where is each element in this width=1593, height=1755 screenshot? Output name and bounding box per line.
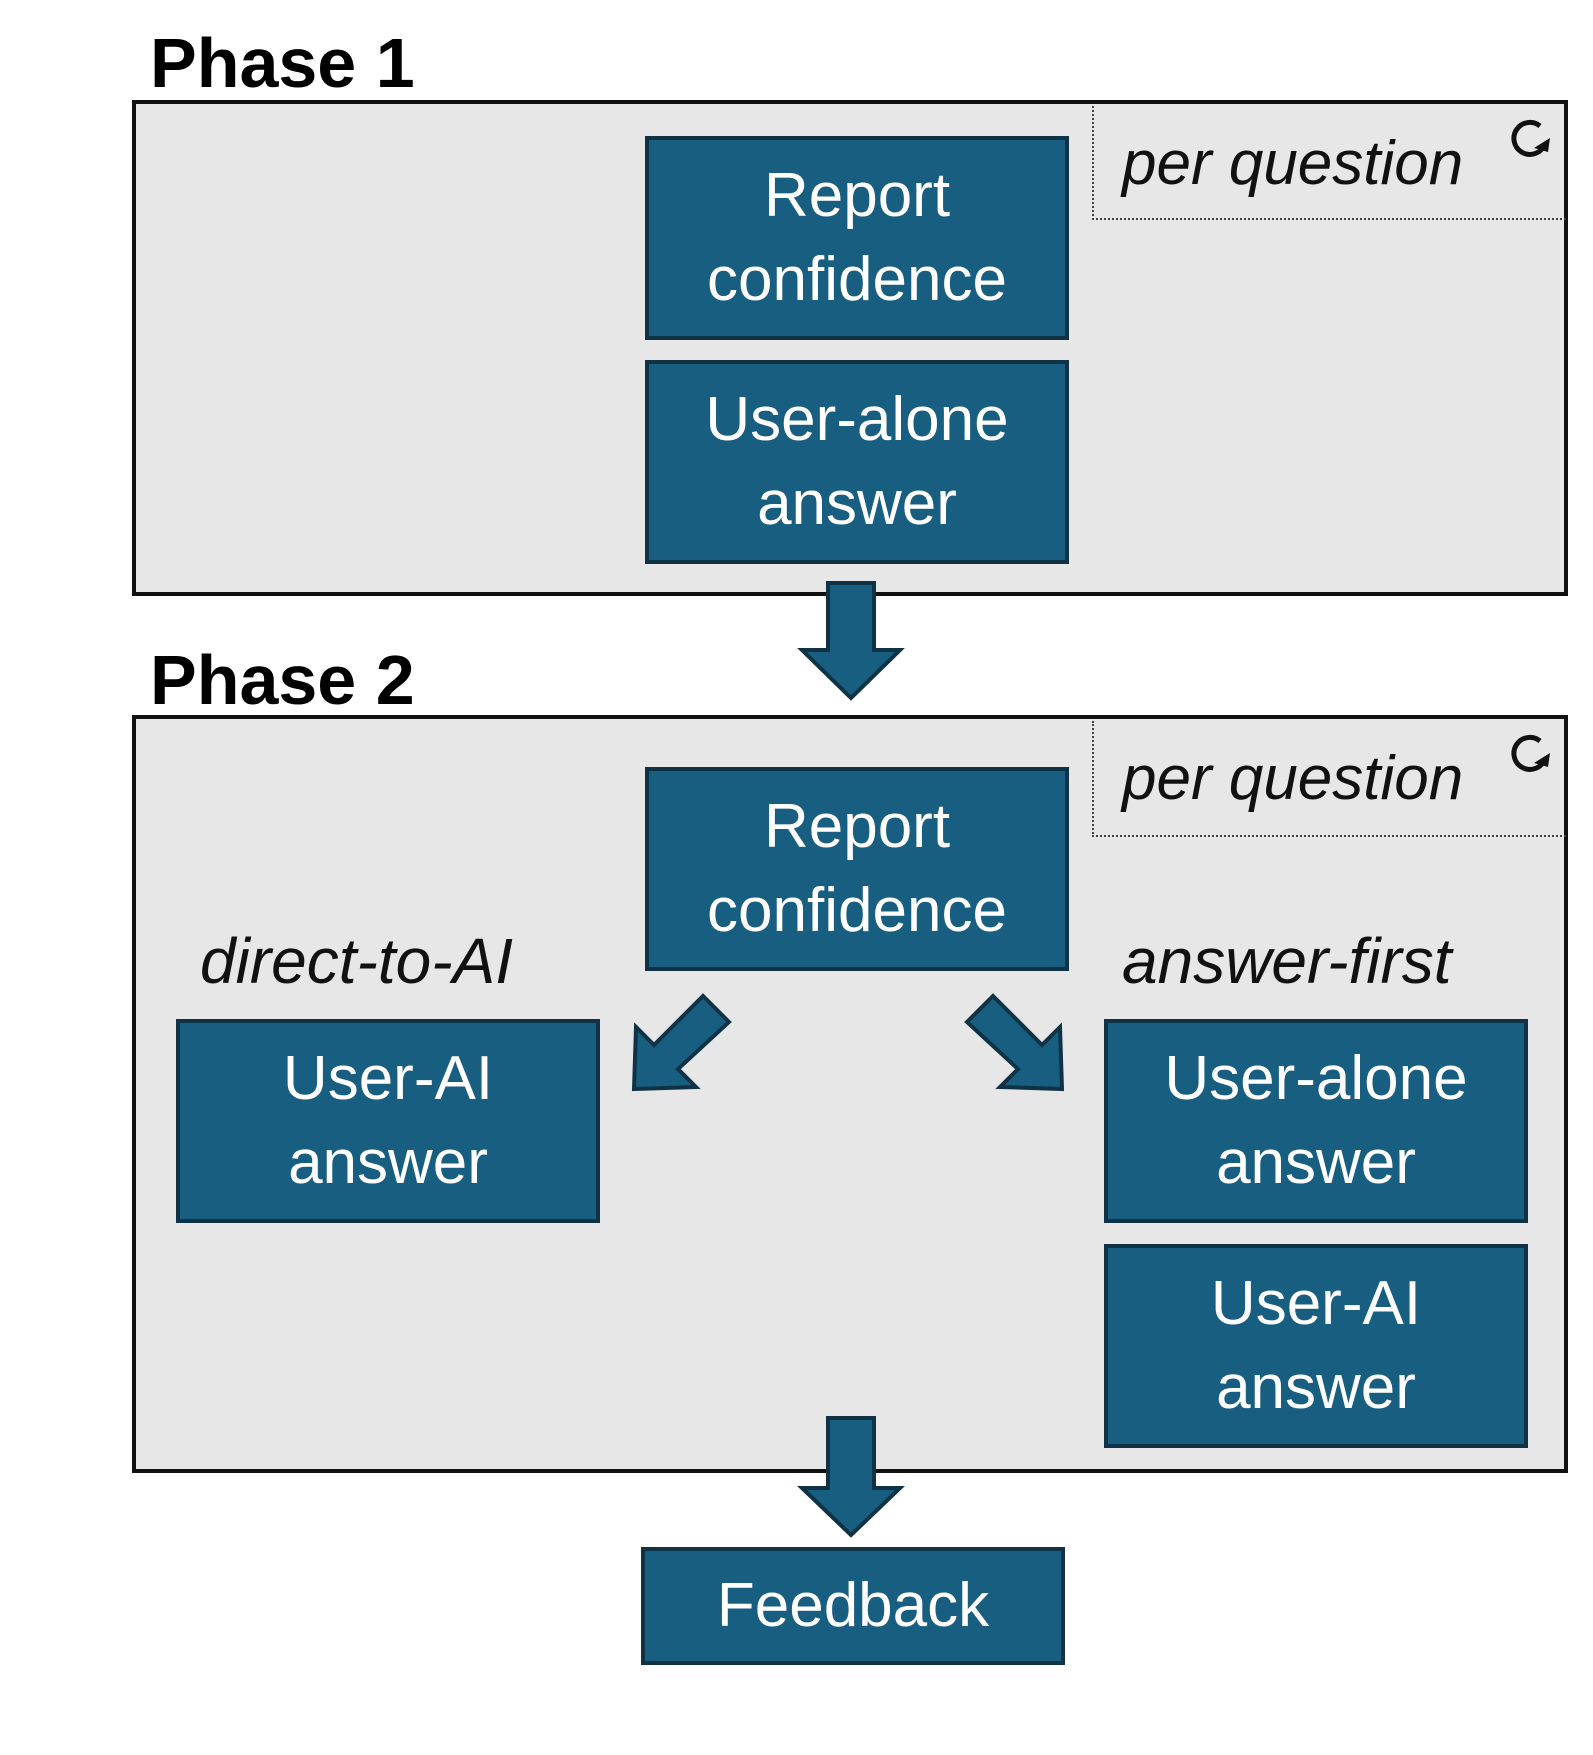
direct-to-ai-label: direct-to-AI [200,925,513,997]
arrow-phase2-to-feedback [797,1416,905,1538]
direct-to-ai-user-ai-answer-box: User-AI answer [176,1019,600,1223]
phase2-title: Phase 2 [150,641,415,719]
arrow-to-answer-first [964,993,1065,1092]
phase1-title: Phase 1 [150,24,415,102]
phase2-panel: per question Report confidence direct-to… [132,715,1568,1473]
phase2-per-question-tag: per question [1092,721,1566,837]
answer-first-label: answer-first [1122,925,1452,997]
answer-first-user-alone-answer-box: User-alone answer [1104,1019,1528,1223]
per-question-label: per question [1122,129,1464,198]
arrow-phase1-to-phase2 [797,581,905,701]
phase1-panel: per question Report confidence User-alon… [132,100,1568,596]
feedback-box: Feedback [641,1547,1065,1665]
answer-first-user-ai-answer-box: User-AI answer [1104,1244,1528,1448]
refresh-icon [1511,734,1550,772]
phase2-report-confidence-box: Report confidence [645,767,1069,971]
phase1-user-alone-answer-box: User-alone answer [645,360,1069,564]
per-question-label: per question [1122,744,1464,813]
arrow-to-direct-to-ai [631,993,732,1092]
phase1-per-question-tag: per question [1092,106,1566,220]
phase1-report-confidence-box: Report confidence [645,136,1069,340]
refresh-icon [1511,119,1550,157]
